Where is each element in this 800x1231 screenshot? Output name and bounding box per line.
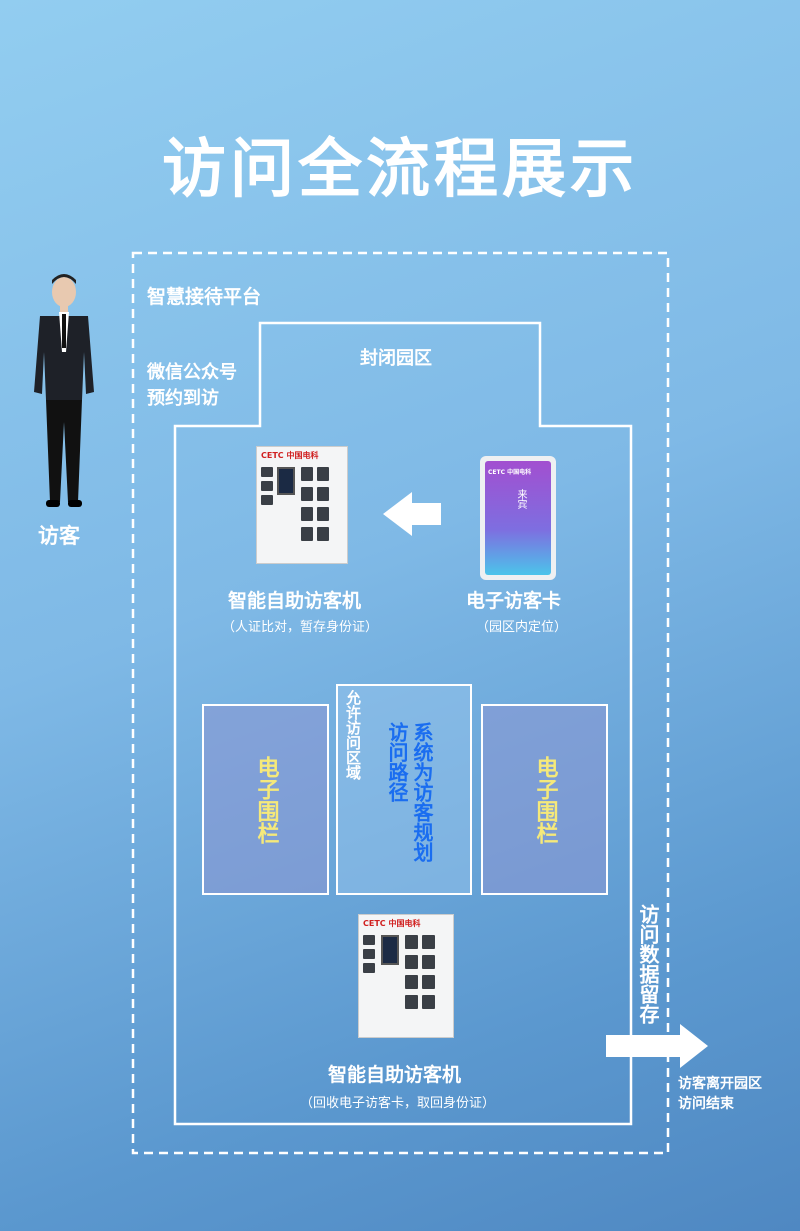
kiosk-top-label: 智能自助访客机 <box>228 590 362 612</box>
wechat-label-2: 预约到访 <box>147 388 219 409</box>
park-border <box>173 321 633 1126</box>
exit-line-2: 访问结束 <box>678 1096 734 1112</box>
exit-line-1: 访客离开园区 <box>678 1076 762 1092</box>
wechat-label-1: 微信公众号 <box>147 362 237 383</box>
visitor-card-image: CETC 中国电科 来宾 <box>480 456 556 580</box>
park-label: 封闭园区 <box>360 348 432 369</box>
card-text: 来宾 <box>515 489 526 509</box>
card-logo: CETC 中国电科 <box>488 469 532 476</box>
card-sub: （园区内定位） <box>476 620 568 635</box>
kiosk-top-sub: （人证比对，暂存身份证） <box>222 620 379 635</box>
left-arrow-icon <box>383 492 441 536</box>
allowed-area: 允许访问区域 系统为访客规划 访问路径 <box>336 684 472 895</box>
fence-right-label: 电子围栏 <box>532 755 558 844</box>
platform-label: 智慧接待平台 <box>147 286 262 308</box>
right-arrow-icon <box>606 1024 708 1068</box>
kiosk-top-image: CETC 中国电科 <box>256 446 348 564</box>
path-text-2: 访问路径 <box>385 722 409 802</box>
fence-right: 电子围栏 <box>481 704 608 895</box>
visitor-figure-icon <box>34 274 94 507</box>
kiosk-bottom-image: CETC 中国电科 <box>358 914 454 1038</box>
kiosk-logo: CETC 中国电科 <box>261 451 319 460</box>
data-retention-label: 访问数据留存 <box>636 904 660 1024</box>
fence-left: 电子围栏 <box>202 704 329 895</box>
page-title: 访问全流程展示 <box>162 133 638 207</box>
allowed-area-label: 允许访问区域 <box>344 690 362 780</box>
path-text-1: 系统为访客规划 <box>410 722 434 862</box>
fence-left-label: 电子围栏 <box>253 755 279 844</box>
card-label: 电子访客卡 <box>466 590 562 612</box>
kiosk-bottom-sub: （回收电子访客卡，取回身份证） <box>300 1096 496 1111</box>
kiosk-logo: CETC 中国电科 <box>363 919 421 928</box>
visitor-label: 访客 <box>38 524 80 548</box>
platform-dashed-border <box>131 251 670 1155</box>
kiosk-bottom-label: 智能自助访客机 <box>328 1064 462 1086</box>
